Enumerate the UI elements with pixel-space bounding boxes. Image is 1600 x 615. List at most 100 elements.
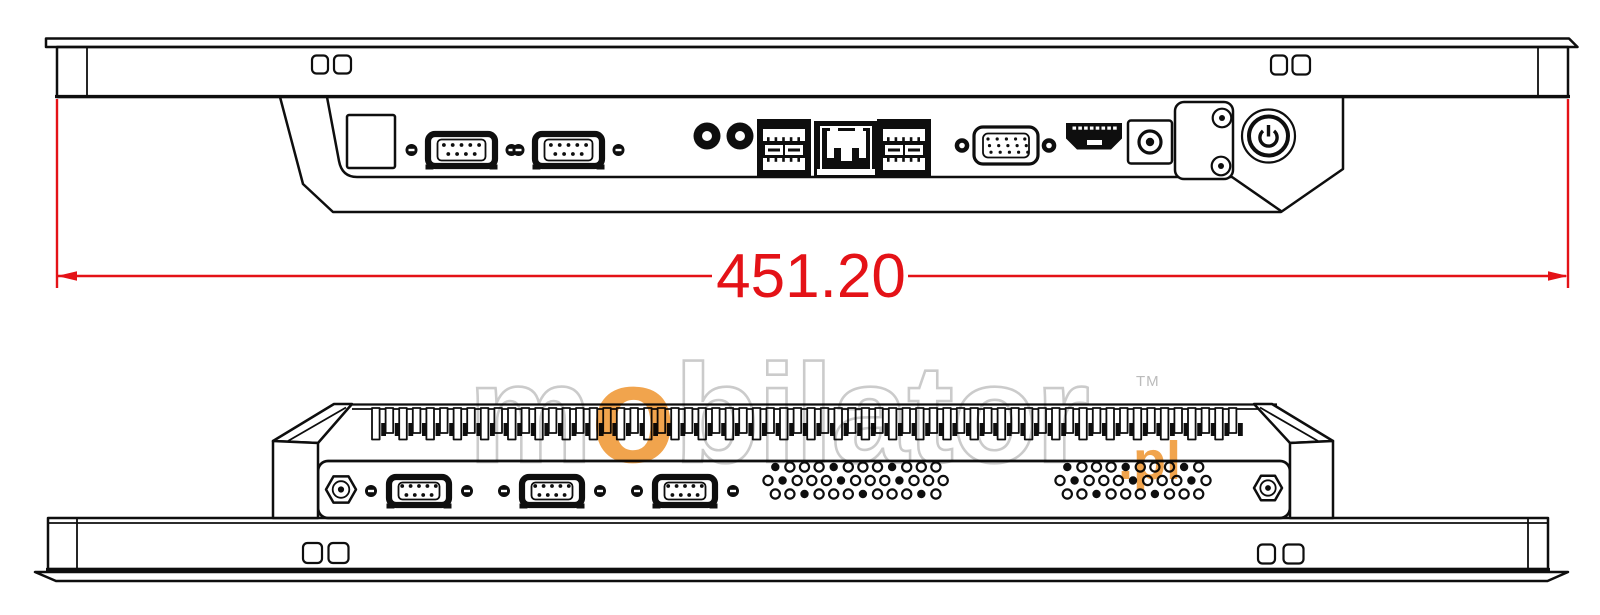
fin — [1146, 407, 1156, 434]
fin-slot — [408, 423, 414, 436]
fin — [751, 407, 762, 441]
fin-slot — [925, 423, 930, 436]
fin-slot — [626, 423, 631, 436]
vent-hole — [858, 489, 868, 499]
db9-screw-slot — [464, 489, 470, 493]
usb-contact — [767, 158, 770, 162]
vent-hole — [1141, 474, 1154, 487]
db9-pin — [433, 484, 438, 488]
hdmi-pin — [1113, 126, 1117, 130]
db9-pin — [678, 493, 683, 497]
fin — [833, 407, 843, 441]
fin-slot — [870, 423, 876, 436]
mount-slot — [1282, 543, 1305, 565]
serial-ports-bottom — [365, 473, 739, 509]
db9-pin — [554, 493, 559, 497]
db9-pin — [557, 143, 562, 147]
vga-pin — [1006, 144, 1010, 148]
hdmi-pin — [1095, 126, 1100, 130]
vent-hole — [784, 488, 796, 500]
db9-pin — [455, 152, 459, 156]
vga-pin — [1026, 150, 1030, 154]
fin-slot — [530, 423, 536, 436]
db9-inner — [530, 481, 574, 501]
vent-hole — [1070, 476, 1079, 485]
fin — [452, 407, 463, 441]
db9-pin — [562, 493, 567, 497]
vent-hole — [1061, 488, 1074, 500]
vent-hole — [930, 461, 942, 473]
hdmi-pin — [1084, 126, 1088, 130]
fin — [887, 407, 898, 441]
bezel-bar-top — [55, 45, 1570, 99]
fin-slot — [558, 423, 563, 436]
fin — [1200, 407, 1211, 434]
watermark-letters-rest: bilator — [674, 335, 1088, 492]
fin-slot — [952, 423, 958, 436]
fin-slot — [680, 423, 686, 436]
fin-slot — [1183, 423, 1189, 436]
fin-slot — [843, 423, 849, 436]
fin — [656, 407, 667, 434]
mount-slot — [1291, 54, 1312, 76]
corner-right — [1252, 402, 1335, 520]
vga-pins — [986, 137, 1030, 154]
watermark-letter-o: o — [590, 335, 674, 492]
fin — [1119, 407, 1129, 434]
hdmi-pin — [1072, 126, 1077, 130]
hdmi-pins — [1072, 126, 1117, 130]
db9-screw-slot — [615, 148, 622, 152]
vent-hole — [784, 461, 796, 473]
hdmi-pin — [1078, 126, 1082, 130]
vent-hole — [1092, 489, 1101, 499]
bezel-lip-bottom — [33, 570, 1570, 583]
db9-inner — [397, 481, 441, 501]
fin-slot — [1224, 423, 1230, 436]
vent-hole — [1187, 476, 1196, 485]
fin-slot — [966, 423, 971, 436]
vent-hole — [864, 474, 876, 487]
fin-slot — [775, 423, 781, 436]
vent-hole — [908, 474, 920, 487]
fin — [983, 407, 993, 434]
usb-ports-right — [877, 119, 931, 176]
square-port — [345, 113, 397, 170]
vent-hole — [762, 474, 774, 487]
fin-slot — [476, 423, 482, 436]
db9-pin — [674, 484, 679, 488]
fin — [765, 407, 775, 434]
mount-slot — [301, 541, 324, 565]
fin-slot — [857, 423, 862, 436]
bezel-strip-bottom — [33, 516, 1570, 583]
usb-tongue-pin — [908, 148, 920, 152]
db9-pin — [579, 152, 584, 156]
vent-hole — [1163, 488, 1176, 500]
fin — [466, 407, 476, 434]
fin — [493, 407, 503, 434]
db9-pin — [558, 484, 563, 488]
vent-hole — [901, 488, 913, 500]
fin-slot — [1047, 423, 1053, 436]
hdmi-pin — [1089, 126, 1094, 130]
hex-bolt-left — [324, 475, 358, 504]
vent-hole — [813, 461, 825, 473]
fin — [1091, 407, 1102, 434]
usb-contact — [797, 158, 800, 162]
fin — [547, 407, 558, 434]
db9-pin — [695, 493, 700, 497]
vent-hole — [1192, 461, 1205, 473]
usb-contact — [902, 137, 905, 141]
fin-slot — [653, 423, 658, 436]
fin-slot — [1197, 423, 1202, 436]
fin — [398, 407, 408, 441]
fin — [1064, 407, 1075, 434]
fin-slot — [462, 423, 468, 436]
vent-hole — [813, 488, 825, 500]
usb-slot — [763, 129, 805, 141]
vent-hole — [871, 488, 884, 500]
power-icon-bar — [1266, 125, 1271, 137]
db9-pin — [584, 143, 588, 147]
fin — [969, 407, 979, 441]
fin — [629, 407, 639, 434]
vent-hole — [930, 488, 942, 500]
